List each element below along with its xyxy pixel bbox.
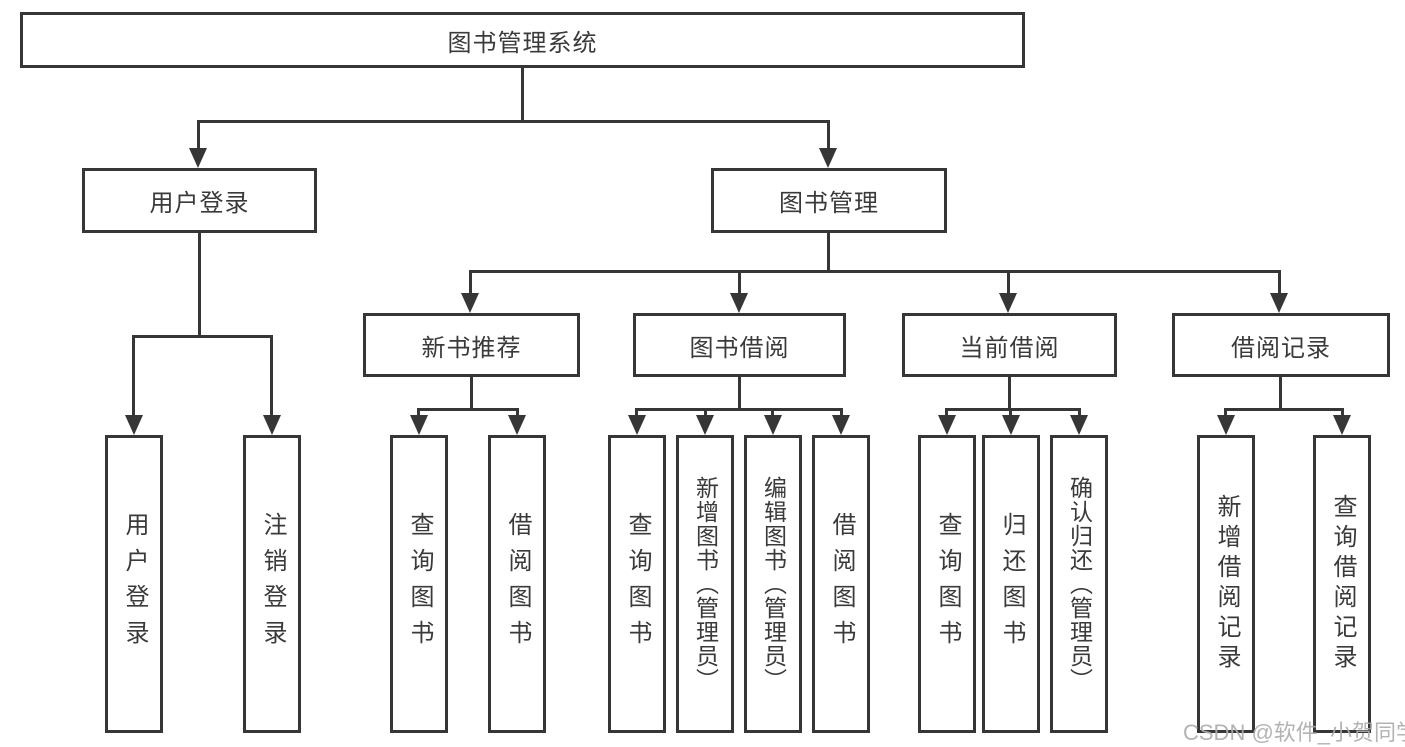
arrow-down-icon	[1270, 293, 1288, 313]
node-borrowing-records: 借阅记录	[1172, 313, 1390, 377]
arrow-down-icon	[696, 415, 714, 435]
arrow-down-icon	[263, 415, 281, 435]
node-library-system-label: 图书管理系统	[447, 29, 598, 57]
arrow-down-icon	[938, 415, 956, 435]
connector-line	[704, 408, 707, 418]
arrow-down-icon	[832, 415, 850, 435]
connector-line	[840, 408, 843, 418]
leaf-query-books-borrowing-label: 查询图书	[624, 512, 651, 656]
connector-line	[417, 408, 420, 418]
leaf-add-borrow-record: 新增借阅记录	[1197, 435, 1255, 733]
connector-line	[738, 270, 741, 295]
node-borrowing-records-label: 借阅记录	[1231, 334, 1331, 362]
arrow-down-icon	[1070, 415, 1088, 435]
connector-line	[270, 335, 273, 417]
connector-line	[417, 408, 519, 411]
connector-line	[132, 335, 273, 338]
connector-line	[827, 120, 830, 152]
leaf-add-book-admin-label: 新增图书（管理员）	[692, 476, 719, 692]
leaf-borrow-books-borrowing: 借阅图书	[812, 435, 870, 733]
connector-line	[198, 233, 201, 338]
arrow-down-icon	[189, 148, 207, 168]
arrow-down-icon	[508, 415, 526, 435]
leaf-add-borrow-record-label: 新增借阅记录	[1213, 494, 1240, 674]
connector-line	[469, 270, 472, 295]
arrow-down-icon	[999, 293, 1017, 313]
connector-line	[197, 120, 830, 123]
leaf-logout: 注销登录	[243, 435, 301, 733]
arrow-down-icon	[1217, 415, 1235, 435]
leaf-add-book-admin: 新增图书（管理员）	[676, 435, 734, 733]
node-user-login-label: 用户登录	[149, 190, 250, 217]
connector-line	[738, 377, 741, 411]
connector-line	[945, 408, 948, 418]
node-current-borrowing: 当前借阅	[902, 313, 1117, 377]
leaf-return-books-label: 归还图书	[998, 512, 1025, 656]
node-book-management: 图书管理	[711, 168, 947, 233]
arrow-down-icon	[461, 293, 479, 313]
leaf-confirm-return-admin: 确认归还（管理员）	[1050, 435, 1108, 733]
connector-line	[1009, 408, 1012, 418]
leaf-borrow-books-recommend-label: 借阅图书	[504, 512, 531, 656]
leaf-edit-book-admin-label: 编辑图书（管理员）	[760, 476, 787, 692]
connector-line	[521, 68, 524, 123]
connector-line	[1008, 377, 1011, 411]
leaf-logout-label: 注销登录	[259, 512, 286, 656]
watermark: CSDN @软件_小贺同学	[1183, 720, 1405, 745]
connector-line	[1224, 408, 1344, 411]
arrow-down-icon	[730, 293, 748, 313]
node-user-login: 用户登录	[82, 168, 317, 233]
leaf-query-borrow-record-label: 查询借阅记录	[1329, 494, 1356, 674]
arrow-down-icon	[1333, 415, 1351, 435]
node-library-system: 图书管理系统	[20, 12, 1025, 68]
arrow-down-icon	[125, 415, 143, 435]
arrow-down-icon	[1002, 415, 1020, 435]
connector-line	[635, 408, 843, 411]
leaf-borrow-books-recommend: 借阅图书	[488, 435, 546, 733]
connector-line	[470, 377, 473, 411]
leaf-query-books-current: 查询图书	[918, 435, 976, 733]
leaf-query-books-current-label: 查询图书	[934, 512, 961, 656]
connector-line	[945, 408, 1081, 411]
connector-line	[1078, 408, 1081, 418]
leaf-query-books-borrowing: 查询图书	[608, 435, 666, 733]
leaf-query-borrow-record: 查询借阅记录	[1313, 435, 1371, 733]
connector-line	[132, 335, 135, 417]
connector-line	[516, 408, 519, 418]
arrow-down-icon	[819, 148, 837, 168]
leaf-edit-book-admin: 编辑图书（管理员）	[744, 435, 802, 733]
connector-line	[771, 408, 774, 418]
connector-line	[1007, 270, 1010, 295]
connector-line	[197, 120, 200, 152]
leaf-query-books-recommend: 查询图书	[390, 435, 448, 733]
connector-line	[827, 233, 830, 273]
connector-line	[1278, 270, 1281, 295]
connector-line	[1224, 408, 1227, 418]
node-book-borrowing: 图书借阅	[633, 313, 846, 377]
node-new-book-recommend: 新书推荐	[363, 313, 580, 377]
connector-line	[469, 270, 1281, 273]
node-current-borrowing-label: 当前借阅	[959, 334, 1060, 362]
arrow-down-icon	[628, 415, 646, 435]
connector-line	[635, 408, 638, 418]
node-new-book-recommend-label: 新书推荐	[421, 334, 522, 362]
connector-line	[1279, 375, 1282, 411]
arrow-down-icon	[410, 415, 428, 435]
leaf-user-login: 用户登录	[105, 435, 163, 733]
leaf-query-books-recommend-label: 查询图书	[406, 512, 433, 656]
node-book-management-label: 图书管理	[779, 190, 879, 217]
arrow-down-icon	[764, 415, 782, 435]
leaf-confirm-return-admin-label: 确认归还（管理员）	[1066, 476, 1093, 692]
leaf-return-books: 归还图书	[982, 435, 1040, 733]
connector-line	[1341, 408, 1344, 418]
node-book-borrowing-label: 图书借阅	[689, 334, 790, 362]
leaf-user-login-label: 用户登录	[121, 512, 148, 656]
leaf-borrow-books-borrowing-label: 借阅图书	[828, 512, 855, 656]
